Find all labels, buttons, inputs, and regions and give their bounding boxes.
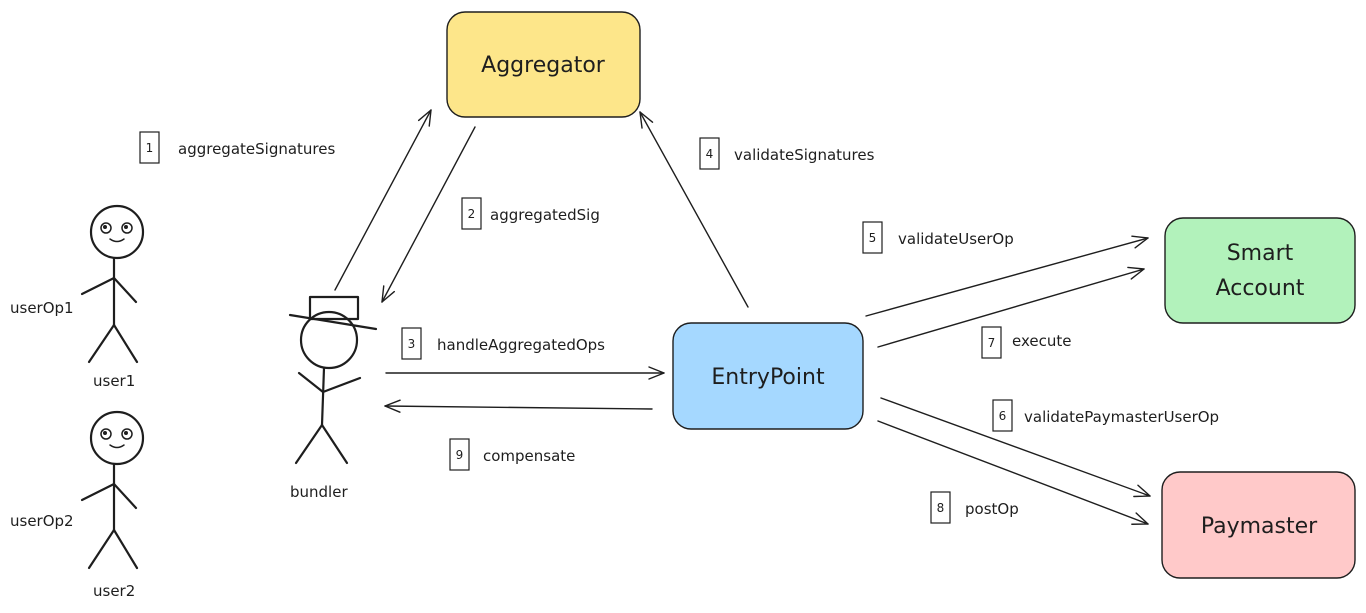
step-5-badge bbox=[862, 221, 883, 254]
arrow-execute bbox=[877, 266, 1145, 348]
bundler-body bbox=[320, 366, 326, 427]
step-6: 6 validatePaymasterUserOp bbox=[992, 399, 1219, 432]
paymaster-rect bbox=[1161, 471, 1356, 579]
step-8-label: postOp bbox=[965, 500, 1019, 518]
bundler-figure: bundler bbox=[288, 295, 378, 501]
user1-figure: userOp1 user1 bbox=[10, 204, 145, 390]
user2-leg-left bbox=[87, 528, 116, 570]
step-6-number: 6 bbox=[999, 409, 1007, 423]
entrypoint-label: EntryPoint bbox=[711, 365, 825, 390]
aggregator-box: Aggregator bbox=[446, 11, 641, 118]
step-7-badge bbox=[981, 326, 1002, 359]
step-9: 9 compensate bbox=[449, 438, 575, 471]
step-8: 8 postOp bbox=[930, 491, 1019, 524]
step-8-number: 8 bbox=[937, 501, 945, 515]
step-9-label: compensate bbox=[483, 447, 575, 465]
step-4-number: 4 bbox=[706, 147, 714, 161]
paymaster-box: Paymaster bbox=[1161, 471, 1356, 579]
step-2: 2 aggregatedSig bbox=[461, 197, 600, 230]
user2-arm-left bbox=[80, 482, 116, 502]
arrow-validate-paymaster-user-op bbox=[880, 397, 1151, 498]
smart-account-box: Smart Account bbox=[1164, 217, 1356, 324]
step-3: 3 handleAggregatedOps bbox=[401, 327, 605, 360]
step-5: 5 validateUserOp bbox=[862, 221, 1014, 254]
step-7-number: 7 bbox=[988, 336, 996, 350]
user2-pupil-right bbox=[124, 431, 128, 435]
user1-mouth bbox=[109, 238, 125, 243]
arrow-aggregated-sig bbox=[381, 126, 476, 303]
aggregator-rect bbox=[446, 11, 641, 118]
step-1: 1 aggregateSignatures bbox=[139, 131, 335, 164]
user1-pupil-right bbox=[124, 225, 128, 229]
user1-pupil-left bbox=[103, 225, 107, 229]
user1-leg-right bbox=[112, 323, 139, 364]
step-8-badge bbox=[930, 491, 951, 524]
step-4-label: validateSignatures bbox=[734, 146, 875, 164]
user2-label: user2 bbox=[93, 582, 135, 600]
smart-account-label-line2: Account bbox=[1216, 276, 1305, 301]
bundler-arm-left bbox=[297, 371, 325, 394]
arrow-compensate bbox=[384, 399, 653, 413]
bundler-leg-right bbox=[320, 423, 349, 465]
step-1-badge bbox=[139, 131, 160, 164]
step-7-label: execute bbox=[1012, 332, 1071, 350]
step-2-badge bbox=[461, 197, 482, 230]
arrow-aggregate-signatures bbox=[334, 109, 432, 291]
bundler-label: bundler bbox=[290, 483, 348, 501]
user2-arm-right bbox=[112, 482, 138, 510]
bundler-arm-right bbox=[321, 376, 362, 394]
user2-figure: userOp2 user2 bbox=[10, 410, 145, 600]
arrow-validate-signatures bbox=[639, 111, 749, 308]
step-1-label: aggregateSignatures bbox=[178, 140, 335, 158]
step-4-badge bbox=[699, 137, 720, 170]
entrypoint-rect bbox=[672, 322, 864, 430]
step-9-number: 9 bbox=[456, 448, 464, 462]
bundler-hat-brim bbox=[288, 313, 378, 331]
step-2-number: 2 bbox=[468, 207, 476, 221]
bundler-hat-crown bbox=[308, 295, 360, 321]
smart-account-label-line1: Smart bbox=[1227, 241, 1294, 266]
user1-arm-right bbox=[112, 276, 138, 304]
user2-head bbox=[89, 410, 145, 466]
step-3-number: 3 bbox=[408, 337, 416, 351]
step-9-badge bbox=[449, 438, 470, 471]
user1-leg-left bbox=[87, 323, 116, 364]
arrow-validate-user-op bbox=[865, 235, 1149, 317]
user2-mouth bbox=[109, 444, 125, 449]
step-7: 7 execute bbox=[981, 326, 1071, 359]
bundler-head bbox=[299, 310, 359, 370]
step-3-label: handleAggregatedOps bbox=[437, 336, 605, 354]
userop1-label: userOp1 bbox=[10, 299, 74, 317]
user2-pupil-left bbox=[103, 431, 107, 435]
smart-account-rect bbox=[1164, 217, 1356, 324]
user2-leg-right bbox=[112, 528, 139, 570]
entrypoint-box: EntryPoint bbox=[672, 322, 864, 430]
userop2-label: userOp2 bbox=[10, 512, 74, 530]
step-4: 4 validateSignatures bbox=[699, 137, 875, 170]
arrow-post-op bbox=[877, 420, 1149, 525]
user1-label: user1 bbox=[93, 372, 135, 390]
step-2-label: aggregatedSig bbox=[490, 206, 600, 224]
user1-arm-left bbox=[80, 276, 116, 296]
step-5-number: 5 bbox=[869, 231, 877, 245]
bundler-leg-left bbox=[294, 423, 324, 465]
paymaster-label: Paymaster bbox=[1201, 514, 1318, 539]
step-6-label: validatePaymasterUserOp bbox=[1024, 408, 1219, 426]
aggregator-label: Aggregator bbox=[481, 53, 606, 78]
user1-head bbox=[89, 204, 145, 260]
step-1-number: 1 bbox=[146, 141, 154, 155]
step-5-label: validateUserOp bbox=[898, 230, 1014, 248]
step-3-badge bbox=[401, 327, 422, 360]
step-6-badge bbox=[992, 399, 1013, 432]
